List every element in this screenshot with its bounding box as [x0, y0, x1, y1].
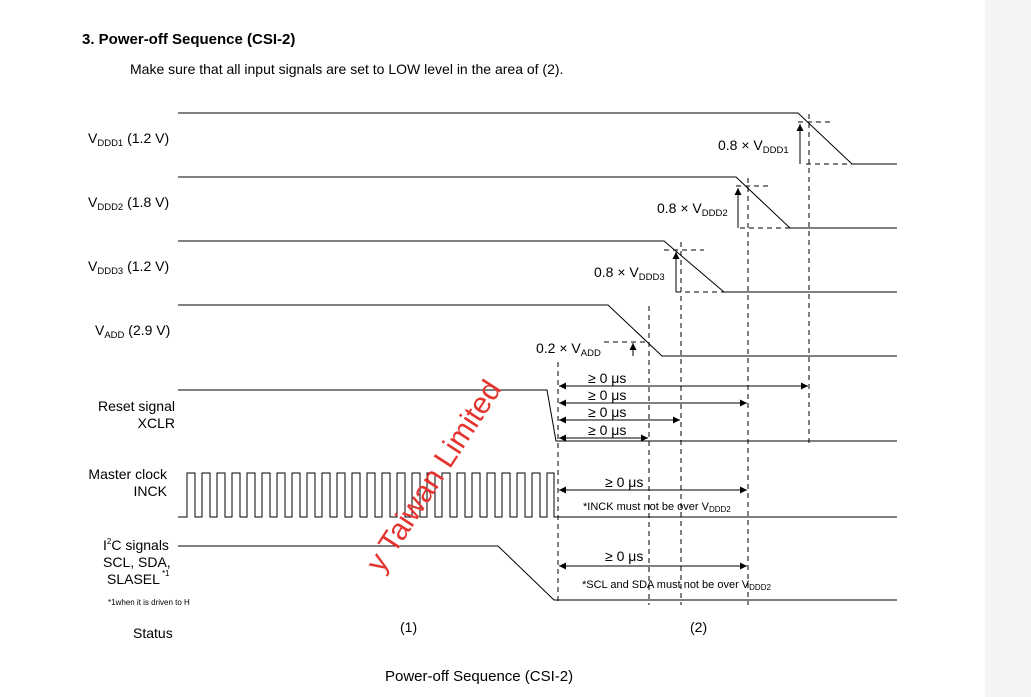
- label-i2c: I2C signals: [103, 537, 169, 553]
- waveform-vadd: [178, 304, 897, 357]
- timing-label-vddd1: ≥ 0 μs: [588, 370, 626, 386]
- driven-footnote: *1when it is driven to H: [108, 598, 190, 607]
- threshold-vadd: 0.2 × VADD: [536, 340, 601, 359]
- scl-sda-note: *SCL and SDA must not be over VDDD2: [582, 579, 771, 592]
- timing-label-vadd: ≥ 0 μs: [588, 422, 626, 438]
- label-vddd2: VDDD2 (1.8 V): [88, 194, 169, 213]
- label-xclr: XCLR: [138, 415, 175, 431]
- threshold-vddd1: 0.8 × VDDD1: [718, 137, 789, 156]
- viewer-gutter: [985, 0, 1031, 697]
- datasheet-page: 3. Power-off Sequence (CSI-2) Make sure …: [0, 0, 985, 697]
- label-scl-sda: SCL, SDA,: [103, 554, 171, 570]
- label-slasel: SLASEL*1: [107, 569, 170, 587]
- waveform-xclr: [178, 389, 897, 442]
- waveform-vddd3: [178, 240, 897, 293]
- label-status: Status: [133, 625, 173, 641]
- inck-note: *INCK must not be over VDDD2: [583, 501, 731, 514]
- label-master-clock: Master clock: [88, 466, 168, 482]
- status-area-1: (1): [400, 619, 417, 635]
- timing-label-vddd2: ≥ 0 μs: [588, 387, 626, 403]
- label-vddd1: VDDD1 (1.2 V): [88, 130, 169, 149]
- label-vddd3: VDDD3 (1.2 V): [88, 258, 169, 277]
- waveform-i2c: [178, 545, 897, 601]
- timing-diagram: VDDD1 (1.2 V) VDDD2 (1.8 V) VDDD3 (1.2 V…: [88, 112, 897, 685]
- label-inck: INCK: [134, 483, 168, 499]
- threshold-vddd2: 0.8 × VDDD2: [657, 200, 728, 219]
- status-area-2: (2): [690, 619, 707, 635]
- timing-label-inck: ≥ 0 μs: [605, 474, 643, 490]
- waveform-vddd1: [178, 112, 897, 165]
- label-reset: Reset signal: [98, 398, 175, 414]
- timing-label-i2c: ≥ 0 μs: [605, 548, 643, 564]
- threshold-vddd3: 0.8 × VDDD3: [594, 264, 665, 283]
- waveform-vddd2: [178, 176, 897, 229]
- waveform-inck: [178, 472, 897, 518]
- timing-label-vddd3: ≥ 0 μs: [588, 404, 626, 420]
- diagram-caption: Power-off Sequence (CSI-2): [385, 668, 573, 685]
- instruction-note: Make sure that all input signals are set…: [130, 61, 564, 77]
- label-vadd: VADD (2.9 V): [95, 322, 170, 341]
- section-heading: 3. Power-off Sequence (CSI-2): [82, 31, 296, 48]
